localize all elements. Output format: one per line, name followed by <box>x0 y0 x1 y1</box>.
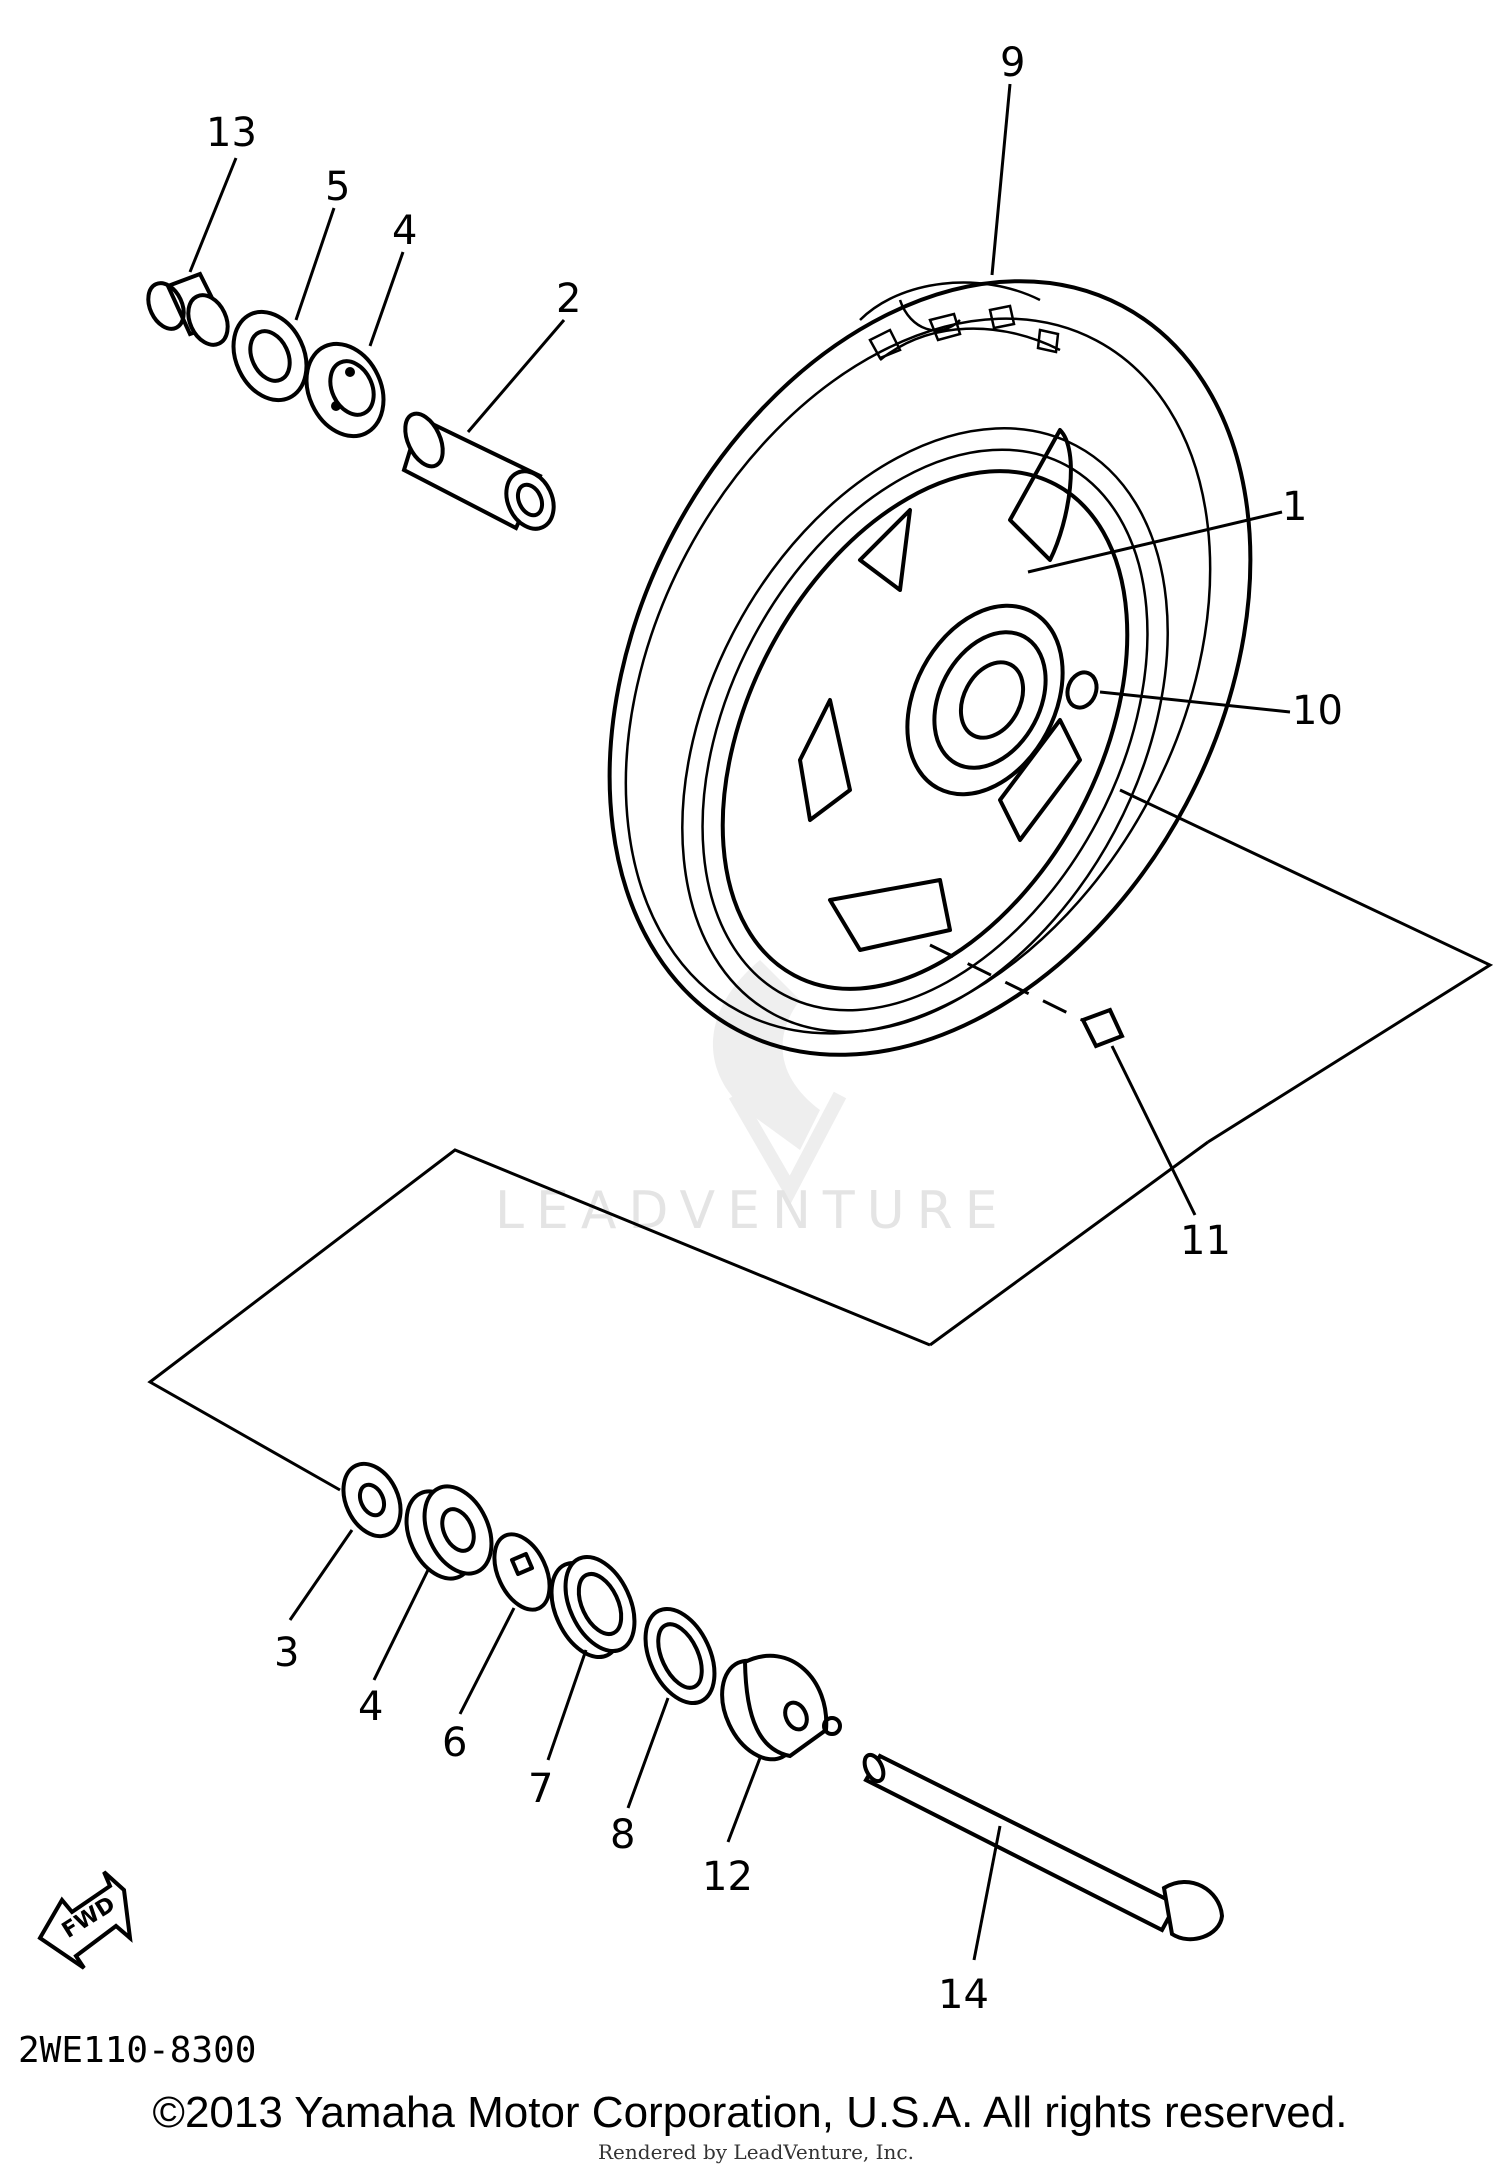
part-14-axle <box>862 1752 1225 1942</box>
part-6-spring-washer <box>492 1532 552 1612</box>
callout-1: 1 <box>1282 484 1307 530</box>
callout-13: 13 <box>206 110 257 156</box>
callout-12: 12 <box>702 1854 753 1900</box>
part-5-oil-seal <box>231 309 309 403</box>
part-11-balance-weight <box>1080 1007 1125 1049</box>
callout-3: 3 <box>274 1630 299 1676</box>
callout-4-upper: 4 <box>392 208 417 254</box>
assembly-guide-lines <box>147 788 1494 1492</box>
watermark-text: LEADVENTURE <box>495 1181 1010 1241</box>
part-4-bearing-lower <box>404 1484 494 1581</box>
callout-10: 10 <box>1292 688 1343 734</box>
callout-8: 8 <box>610 1812 635 1858</box>
part-12-gear-unit <box>720 1654 842 1762</box>
callout-2: 2 <box>556 276 581 322</box>
fwd-arrow-icon: FWD <box>37 1870 133 1970</box>
part-9-tire <box>607 279 1253 1057</box>
callout-14: 14 <box>938 1972 989 2018</box>
diagram-code: 2WE110-8300 <box>18 2030 257 2071</box>
part-2-spacer <box>401 411 556 531</box>
rendered-by-notice: Rendered by LeadVenture, Inc. <box>598 2140 914 2164</box>
part-3-collar <box>341 1461 403 1539</box>
part-8-oil-seal <box>643 1606 717 1706</box>
callout-11: 11 <box>1180 1218 1231 1264</box>
part-1-rim <box>681 427 1169 1033</box>
callout-7: 7 <box>528 1766 553 1812</box>
part-10-valve <box>1065 670 1099 710</box>
part-7-gear <box>549 1554 637 1660</box>
callout-4-lower: 4 <box>358 1684 383 1730</box>
leader-lines <box>188 83 1291 1961</box>
part-4-bearing-upper <box>304 341 386 439</box>
callout-9: 9 <box>1000 40 1025 86</box>
watermark-logo <box>712 960 847 1205</box>
callout-5: 5 <box>325 164 350 210</box>
copyright-notice: ©2013 Yamaha Motor Corporation, U.S.A. A… <box>152 2088 1348 2137</box>
part-13-collar <box>146 271 230 347</box>
callout-labels: 9 13 5 4 2 1 10 11 3 4 6 7 8 12 14 <box>206 40 1343 2018</box>
callout-6: 6 <box>442 1720 467 1766</box>
